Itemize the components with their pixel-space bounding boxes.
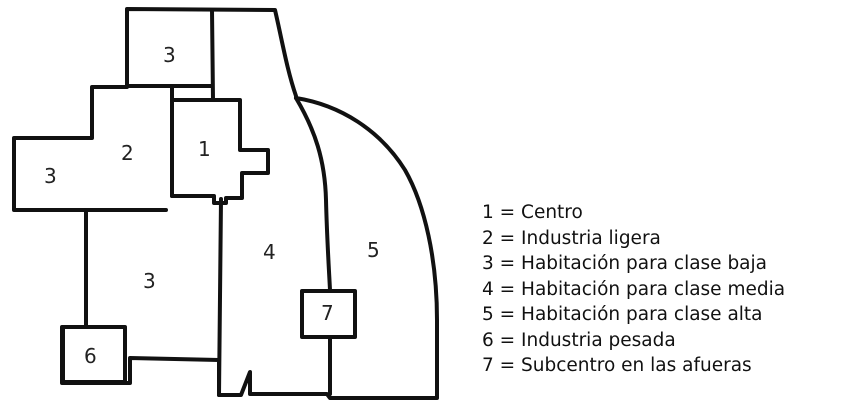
zone-1-outline — [170, 98, 270, 205]
outer-boundary — [12, 7, 439, 400]
divider-top-vertical — [210, 8, 215, 102]
legend-item: 2 = Industria ligera — [482, 227, 661, 249]
divider-4-5 — [294, 96, 332, 292]
zone-label-3-left: 3 — [44, 164, 57, 188]
zone-label-5: 5 — [367, 238, 380, 262]
divider-1-4 — [217, 197, 223, 397]
zone-label-1: 1 — [198, 137, 211, 161]
legend-item: 3 = Habitación para clase baja — [482, 253, 767, 274]
legend-item: 4 = Habitación para clase media — [482, 278, 786, 300]
zone-7-box — [300, 289, 357, 339]
zone-label-2: 2 — [121, 141, 134, 165]
legend-item: 6 = Industria pesada — [482, 329, 676, 351]
legend-item: 5 = Habitación para clase alta — [482, 304, 763, 325]
legend: 1 = Centro 2 = Industria ligera 3 = Habi… — [482, 200, 785, 379]
zone-label-6: 6 — [84, 344, 97, 368]
zone-label-3-top: 3 — [163, 43, 176, 67]
zone-label-3-center: 3 — [143, 269, 156, 293]
zone-label-7: 7 — [321, 301, 334, 325]
zone-6-box — [61, 325, 127, 384]
legend-item: 1 = Centro — [482, 202, 583, 223]
zone-label-4: 4 — [263, 240, 276, 264]
legend-item: 7 = Subcentro en las afueras — [482, 355, 752, 376]
